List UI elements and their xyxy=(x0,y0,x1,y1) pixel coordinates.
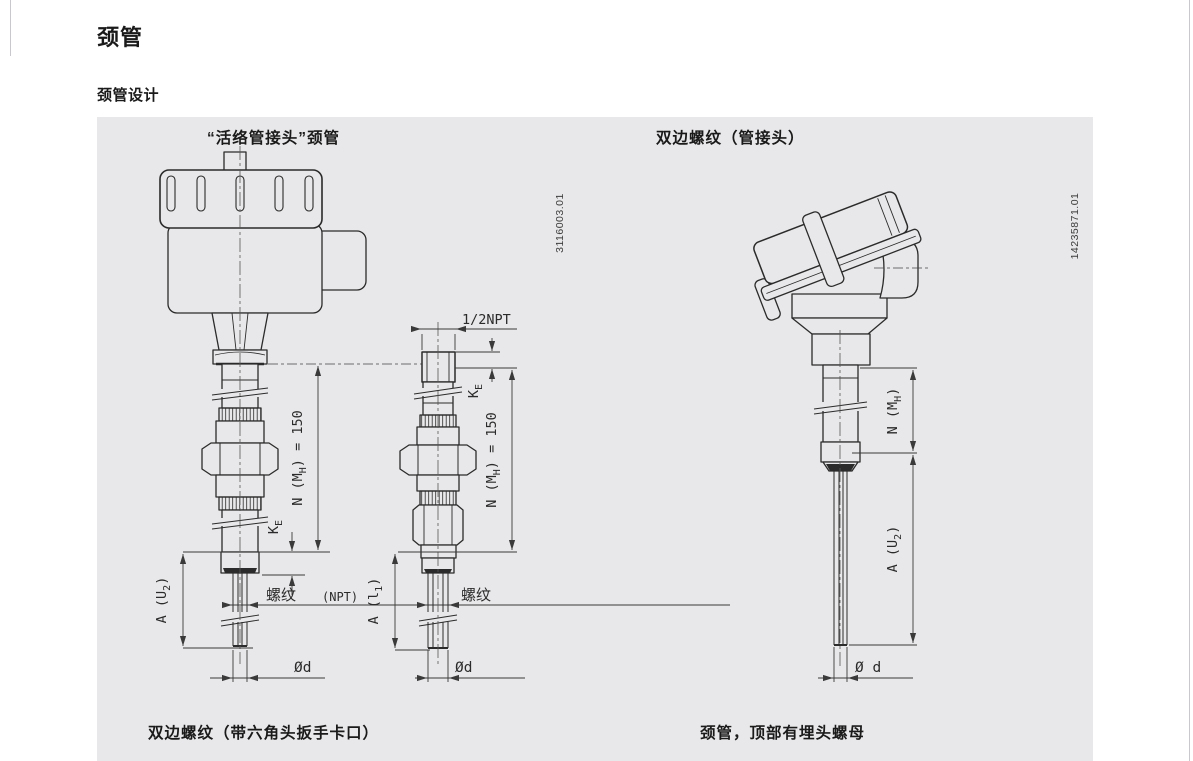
a-dimension-label: A (U2) xyxy=(154,577,173,624)
angled-head-drawing xyxy=(753,191,930,668)
diameter-label: Ø d xyxy=(855,660,881,676)
page-title: 颈管 xyxy=(97,25,144,50)
figure-panel: “活络管接头”颈管 双边螺纹（管接头） 3116003.01 14235871.… xyxy=(97,117,1093,761)
page-edge-left xyxy=(10,0,11,56)
cap-ribs xyxy=(166,175,314,212)
fitting-dimensions xyxy=(391,325,525,682)
right-figure-header: 双边螺纹（管接头） xyxy=(656,130,805,147)
diameter-label: Ød xyxy=(294,660,311,676)
npt-note: (NPT) xyxy=(322,590,358,604)
fitting-labels: 1/2NPT KE N (MH) = 150 A (l1) 螺纹 Ød xyxy=(366,312,511,676)
page-edge-right xyxy=(1189,0,1190,761)
head-neck-dimensions xyxy=(179,366,730,682)
right-figure-caption: 颈管，顶部有埋头螺母 xyxy=(700,725,866,742)
page-subtitle: 颈管设计 xyxy=(97,87,160,104)
thread-label: 螺纹 xyxy=(266,587,296,604)
head-neck-labels: N (MH) = 150 KE A (U2) 螺纹 (NPT) Ød xyxy=(154,410,358,676)
angled-head-dimensions xyxy=(818,367,917,682)
angled-head-labels: N (MH) A (U2) Ø d xyxy=(855,388,904,676)
npt-size-label: 1/2NPT xyxy=(462,312,511,328)
a-dimension-label: A (l1) xyxy=(366,578,385,625)
thread-label: 螺纹 xyxy=(461,587,491,604)
ke-dimension-label: KE xyxy=(466,384,485,398)
neck-tube-diagrams: N (MH) = 150 KE A (U2) 螺纹 (NPT) Ød xyxy=(154,146,930,682)
left-figure-header: “活络管接头”颈管 xyxy=(207,130,341,147)
head-neck-drawing xyxy=(159,146,422,664)
fitting-drawing xyxy=(399,322,477,664)
tilted-cap xyxy=(753,191,922,321)
ke-dimension-label: KE xyxy=(266,520,285,534)
diameter-label: Ød xyxy=(455,660,472,676)
n-dimension-label: N (MH) = 150 xyxy=(484,412,503,507)
n-dimension-label: N (MH) xyxy=(885,388,904,435)
left-figure-caption: 双边螺纹（带六角头扳手卡口） xyxy=(148,725,380,742)
n-dimension-label: N (MH) = 150 xyxy=(290,410,309,505)
a-dimension-label: A (U2) xyxy=(885,526,904,573)
